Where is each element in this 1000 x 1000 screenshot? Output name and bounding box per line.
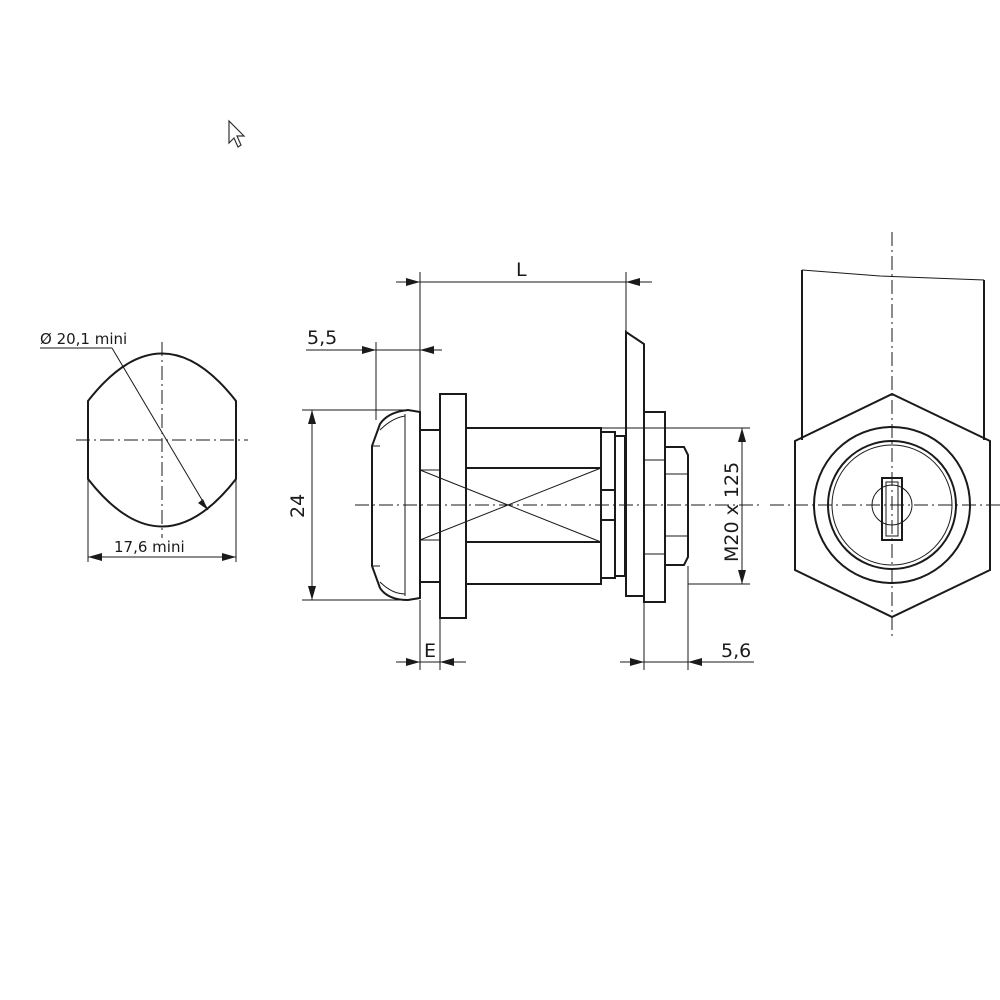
side-view-dimensions: L 5,5 24 M20 x 125 E 5,6	[287, 259, 754, 670]
height-label: 24	[287, 494, 309, 518]
profile-cut-view: Ø 20,1 mini 17,6 mini	[40, 330, 248, 562]
nut-depth-label: 5,6	[721, 640, 751, 662]
thread-label: M20 x 125	[721, 462, 743, 562]
panel-thickness-label: E	[424, 640, 436, 662]
front-view	[770, 232, 1000, 640]
side-elevation-view	[355, 330, 760, 619]
bezel-offset-label: 5,5	[307, 327, 337, 349]
flat-width-label: 17,6 mini	[114, 538, 185, 556]
length-label: L	[516, 259, 527, 281]
mouse-cursor-icon	[228, 119, 246, 148]
diameter-label: Ø 20,1 mini	[40, 330, 127, 348]
